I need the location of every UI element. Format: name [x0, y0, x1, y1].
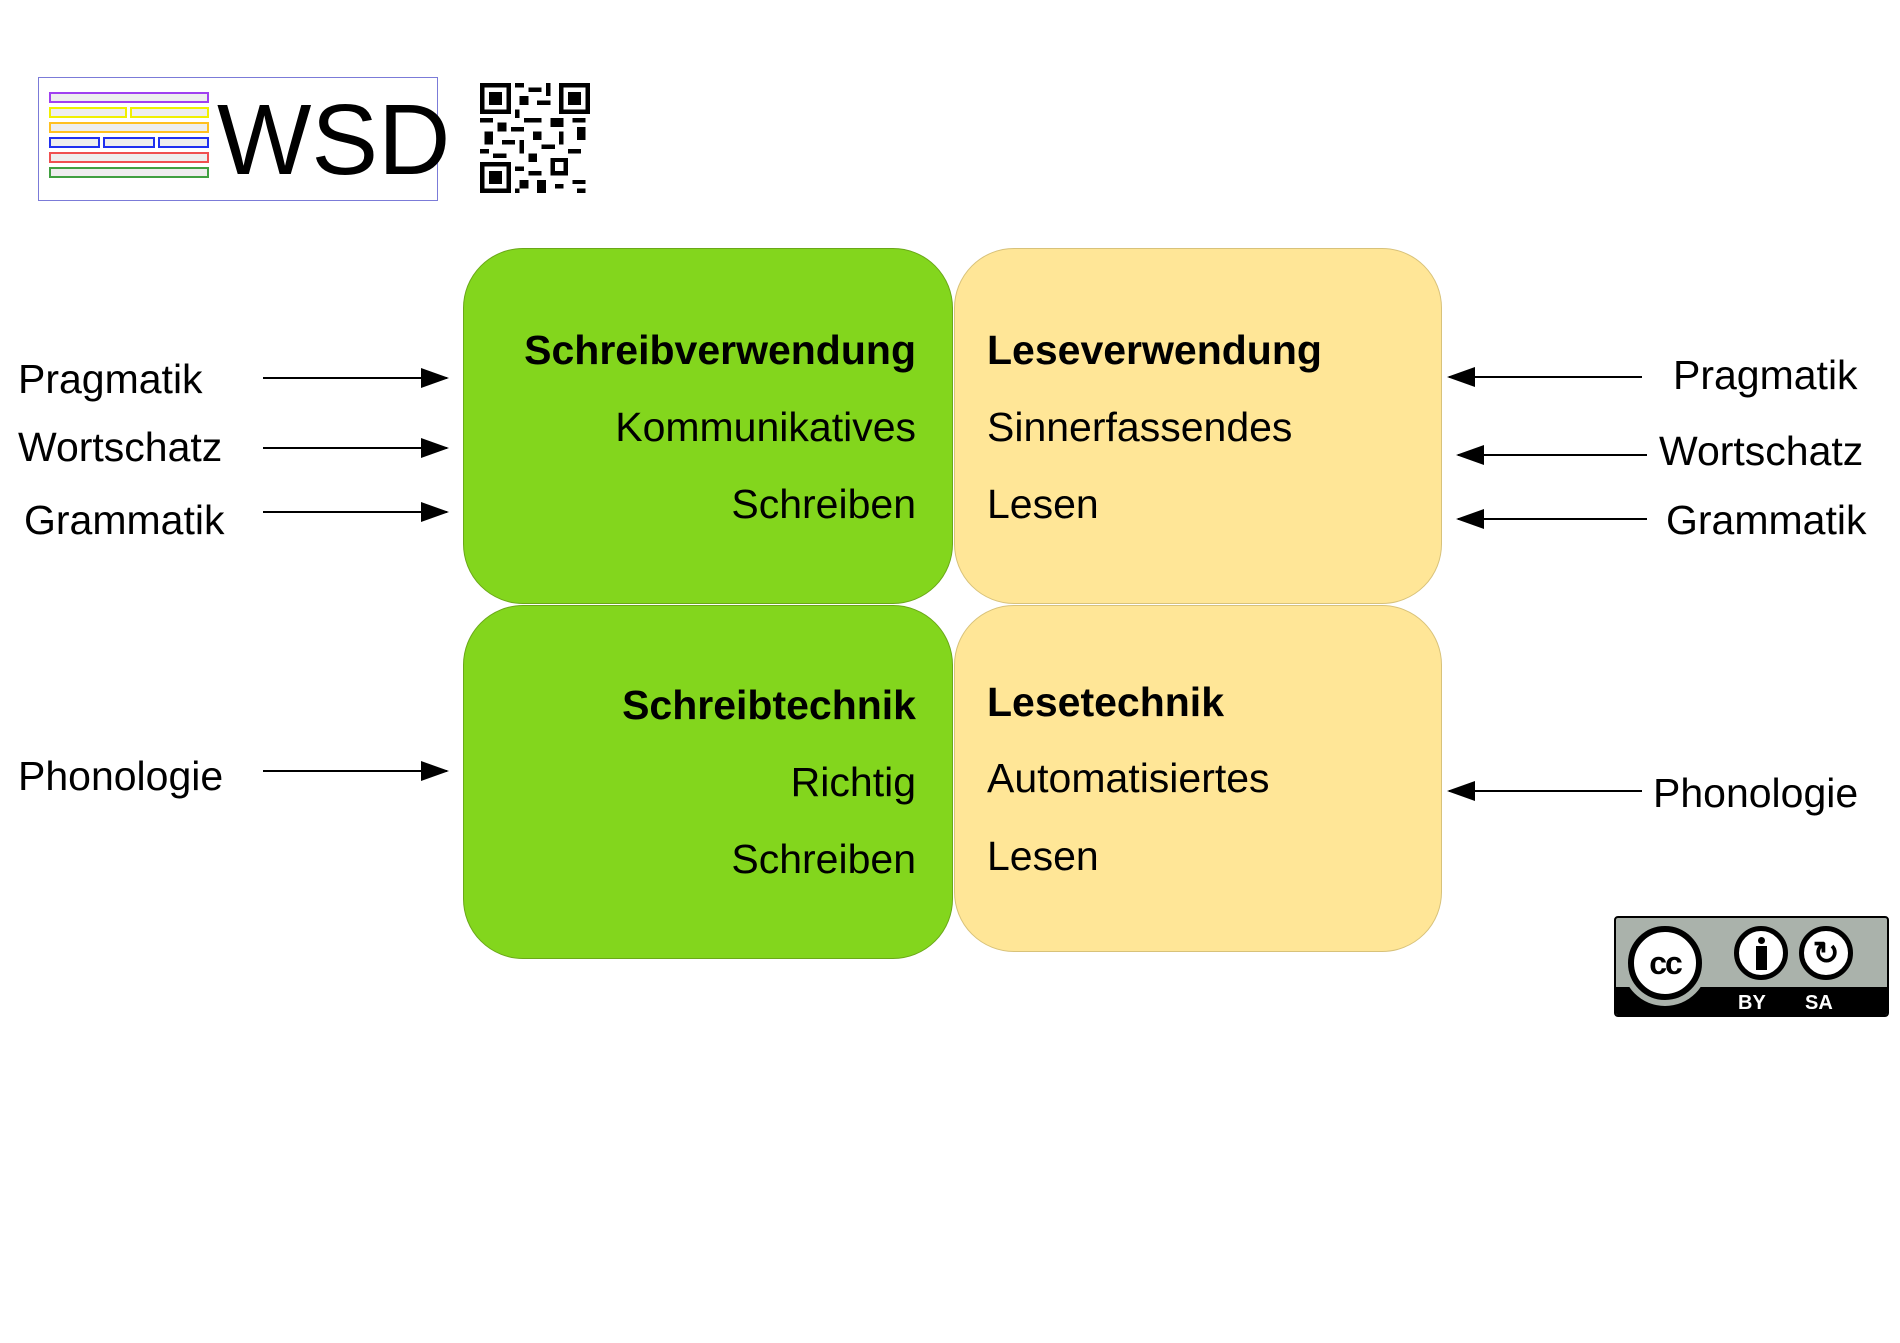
- logo-bar: [158, 137, 209, 148]
- arrow-left-icon: [1447, 367, 1642, 387]
- schreibtechnik-heading: Schreibtechnik: [622, 682, 916, 728]
- arrow-right-icon: [263, 368, 449, 388]
- logo-bar: [49, 137, 100, 148]
- schreibverwendung-line1: Kommunikatives: [615, 404, 916, 450]
- sa-label: SA: [1805, 992, 1833, 1014]
- right-label-wortschatz: Wortschatz: [1659, 428, 1864, 474]
- right-label-grammatik: Grammatik: [1666, 497, 1867, 543]
- left-label-grammatik: Grammatik: [24, 497, 225, 543]
- cc-by-sa-license-badge: cc ↻ BY SA: [1614, 916, 1889, 1017]
- arrow-left-icon: [1447, 781, 1642, 801]
- arrow-left-icon: [1456, 509, 1647, 529]
- qr-code: [480, 83, 590, 193]
- logo-bar: [49, 122, 209, 133]
- schreibverwendung-line2: Schreiben: [731, 481, 916, 527]
- arrow-right-icon: [263, 438, 449, 458]
- attribution-icon: [1734, 926, 1788, 980]
- quadrant-lesetechnik: [954, 605, 1442, 952]
- left-label-phonologie: Phonologie: [18, 753, 224, 799]
- schreibverwendung-heading: Schreibverwendung: [524, 327, 916, 373]
- quadrant-schreibtechnik: [463, 605, 953, 959]
- by-label: BY: [1738, 992, 1766, 1014]
- right-label-phonologie: Phonologie: [1653, 770, 1859, 816]
- logo-bar: [49, 167, 209, 178]
- lesetechnik-line2: Lesen: [987, 833, 1099, 879]
- quadrant-schreibverwendung: [463, 248, 953, 604]
- quadrant-leseverwendung: [954, 248, 1442, 604]
- logo-bar: [49, 92, 209, 103]
- lesetechnik-line1: Automatisiertes: [987, 755, 1270, 801]
- logo-bar: [103, 137, 155, 148]
- arrow-right-icon: [263, 761, 449, 781]
- cc-icon: cc: [1628, 926, 1702, 1000]
- logo-bar: [130, 107, 209, 118]
- arrow-left-icon: [1456, 445, 1647, 465]
- leseverwendung-line2: Lesen: [987, 481, 1099, 527]
- logo-bar: [49, 152, 209, 163]
- left-label-pragmatik: Pragmatik: [18, 356, 203, 402]
- right-label-pragmatik: Pragmatik: [1673, 352, 1858, 398]
- wsd-logo: WSD: [38, 77, 450, 201]
- leseverwendung-line1: Sinnerfassendes: [987, 404, 1293, 450]
- left-label-wortschatz: Wortschatz: [18, 424, 223, 470]
- schreibtechnik-line2: Schreiben: [731, 836, 916, 882]
- logo-bar: [49, 107, 127, 118]
- schreibtechnik-line1: Richtig: [790, 759, 916, 805]
- lesetechnik-heading: Lesetechnik: [987, 679, 1224, 725]
- leseverwendung-heading: Leseverwendung: [987, 327, 1322, 373]
- share-alike-icon: ↻: [1799, 926, 1853, 980]
- logo-title: WSD: [217, 84, 451, 196]
- arrow-right-icon: [263, 502, 449, 522]
